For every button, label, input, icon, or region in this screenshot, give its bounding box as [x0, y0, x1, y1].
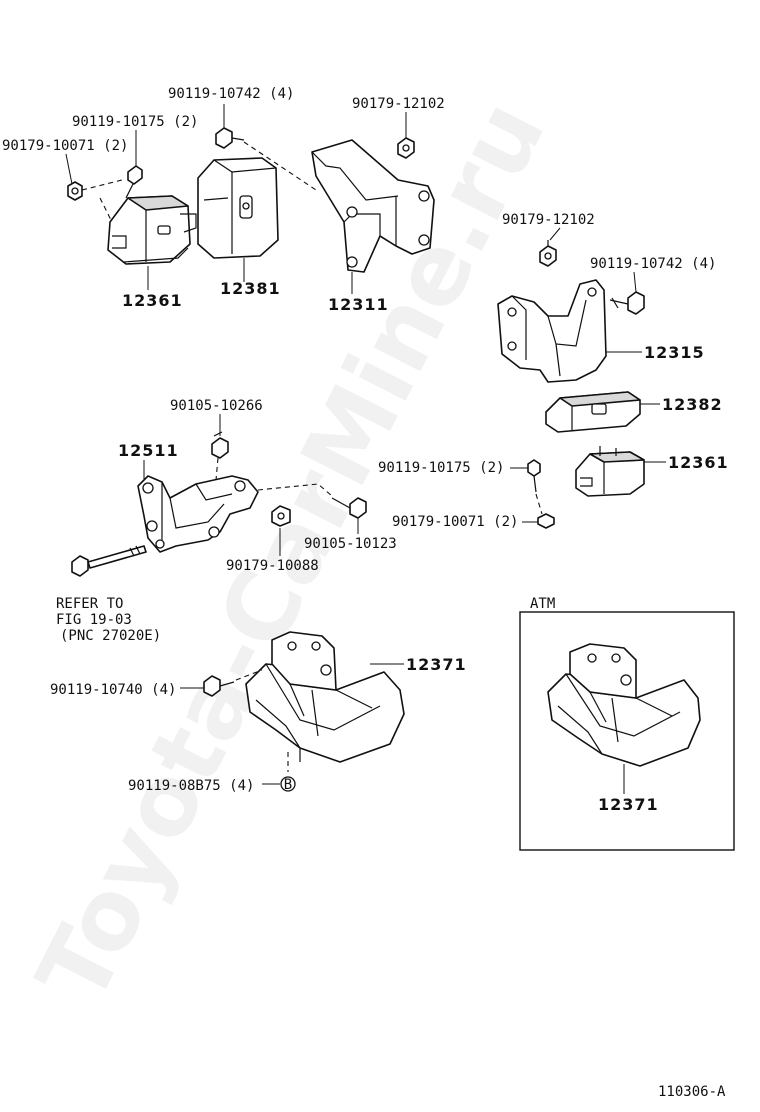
label-90119-10742-top: 90119-10742 (4): [168, 86, 294, 102]
through-bolt: [71, 545, 147, 577]
stopper-12381: [197, 157, 279, 259]
atm-inset-box: [519, 611, 735, 851]
label-12361-mid: 12361: [668, 453, 729, 472]
label-12381: 12381: [220, 279, 281, 298]
pad-12382: [545, 391, 641, 433]
nut-90179-10088: [271, 505, 291, 527]
watermark: Toyota-CarMine.ru: [16, 84, 567, 1021]
label-90179-12102-top: 90179-12102: [352, 96, 445, 112]
refer-note-line-3: (PNC 27020E): [60, 628, 161, 644]
label-12371-atm: 12371: [598, 795, 659, 814]
label-90179-10071-top: 90179-10071 (2): [2, 138, 128, 154]
bolt-90105-10266: [211, 431, 229, 459]
label-90119-10742-right: 90119-10742 (4): [590, 256, 716, 272]
label-90179-10071-mid: 90179-10071 (2): [392, 514, 518, 530]
label-12361-top: 12361: [122, 291, 183, 310]
bolt-90105-10123: [331, 497, 367, 519]
label-90119-10175-mid: 90119-10175 (2): [378, 460, 504, 476]
label-90119-08b75: 90119-08B75 (4): [128, 778, 254, 794]
label-90179-12102-right: 90179-12102: [502, 212, 595, 228]
bolt-90119-10740: [203, 675, 235, 697]
diagram-id: 110306-A: [658, 1084, 726, 1100]
label-12382: 12382: [662, 395, 723, 414]
nut-90179-10071-top: [67, 181, 83, 201]
label-12311: 12311: [328, 295, 389, 314]
label-12371: 12371: [406, 655, 467, 674]
bracket-12311: [311, 139, 435, 273]
label-90105-10123: 90105-10123: [304, 536, 397, 552]
mount-12371-atm: [547, 643, 701, 767]
engine-mount-12361-mid: [575, 446, 645, 497]
refer-note-line-1: REFER TO: [56, 596, 123, 612]
refer-note-line-2: FIG 19-03: [56, 612, 132, 628]
label-12315: 12315: [644, 343, 705, 362]
bracket-12511: [137, 475, 259, 553]
label-90105-10266: 90105-10266: [170, 398, 263, 414]
bolt-90119-10742-top: [215, 127, 245, 149]
nut-90179-12102-top: [397, 137, 415, 159]
bolt-90119-10175-mid: [527, 459, 541, 493]
atm-inset-title: ATM: [530, 596, 555, 612]
label-90119-10175-top: 90119-10175 (2): [72, 114, 198, 130]
marker-b: B: [280, 776, 296, 793]
nut-90179-12102-right: [539, 240, 557, 267]
nut-90179-10071-mid: [537, 513, 555, 529]
label-12511: 12511: [118, 441, 179, 460]
svg-text:B: B: [284, 777, 292, 793]
label-90119-10740: 90119-10740 (4): [50, 682, 176, 698]
bracket-12315: [497, 279, 607, 383]
bolt-90119-10742-right: [609, 291, 645, 315]
label-90179-10088: 90179-10088: [226, 558, 319, 574]
leader-lines: [65, 104, 666, 794]
bolt-90119-10175-top: [125, 165, 143, 199]
mount-12371: [245, 631, 405, 763]
engine-mount-12361-top: [107, 195, 197, 265]
